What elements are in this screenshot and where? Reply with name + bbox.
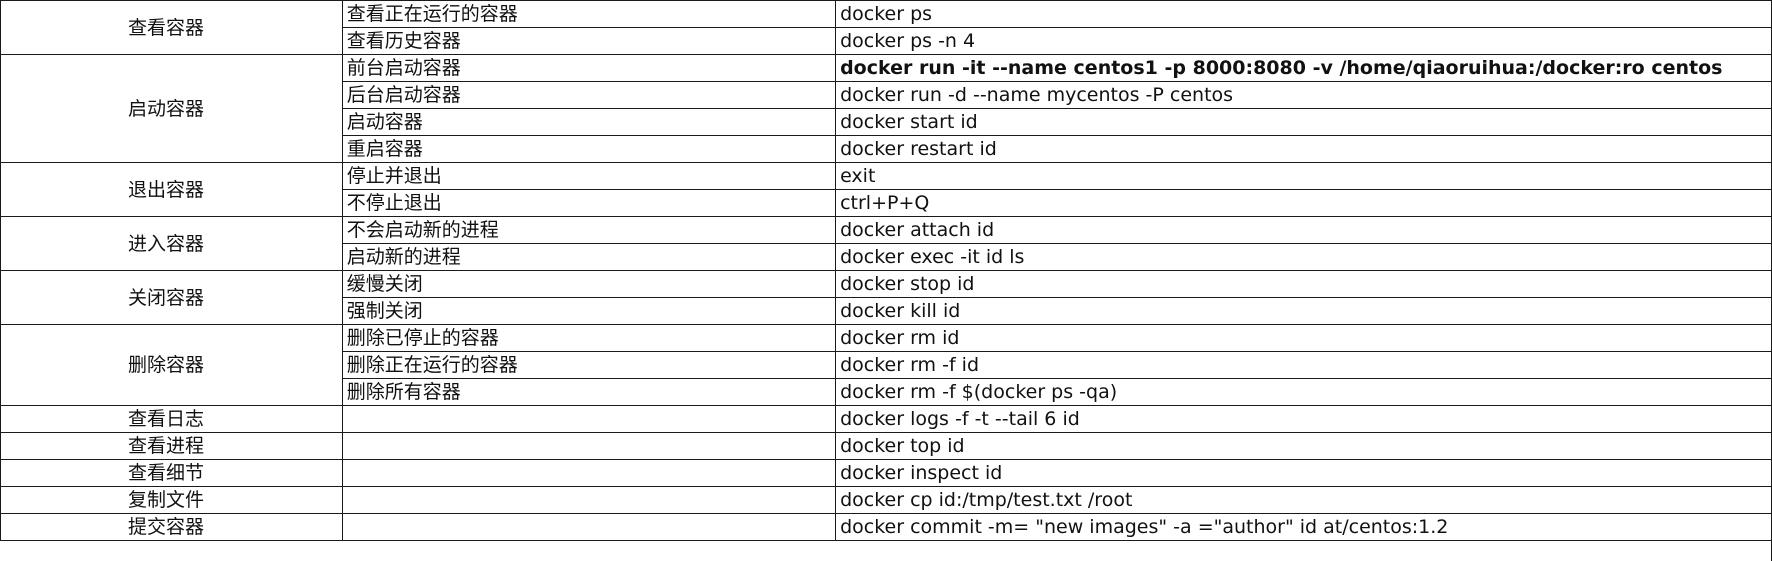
command-cell[interactable]: docker stop id — [835, 270, 1772, 298]
command-cell[interactable]: docker commit -m= "new images" -a ="auth… — [835, 513, 1772, 541]
description-cell[interactable]: 查看正在运行的容器 — [341, 0, 837, 28]
description-cell[interactable]: 不会启动新的进程 — [341, 216, 837, 244]
table-row: 查看细节 docker inspect id — [0, 459, 1772, 487]
category-cell[interactable]: 删除容器 — [0, 324, 343, 406]
category-cell[interactable]: 关闭容器 — [0, 270, 343, 325]
category-cell[interactable]: 进入容器 — [0, 216, 343, 271]
command-cell[interactable]: docker run -d --name mycentos -P centos — [835, 81, 1772, 109]
description-cell[interactable]: 启动容器 — [341, 108, 837, 136]
command-cell[interactable]: docker restart id — [835, 135, 1772, 163]
description-cell[interactable]: 不停止退出 — [341, 189, 837, 217]
command-cell[interactable]: docker rm id — [835, 324, 1772, 352]
command-cell[interactable]: ctrl+P+Q — [835, 189, 1772, 217]
category-cell[interactable]: 查看容器 — [0, 0, 343, 55]
description-cell[interactable]: 前台启动容器 — [341, 54, 837, 82]
description-cell[interactable] — [341, 459, 837, 487]
command-cell[interactable]: docker exec -it id ls — [835, 243, 1772, 271]
description-cell[interactable]: 删除已停止的容器 — [341, 324, 837, 352]
description-cell[interactable]: 重启容器 — [341, 135, 837, 163]
command-cell[interactable]: docker kill id — [835, 297, 1772, 325]
category-cell[interactable]: 启动容器 — [0, 54, 343, 163]
command-cell[interactable]: exit — [835, 162, 1772, 190]
command-cell[interactable]: docker cp id:/tmp/test.txt /root — [835, 486, 1772, 514]
description-cell[interactable]: 查看历史容器 — [341, 27, 837, 55]
table-row: 复制文件 docker cp id:/tmp/test.txt /root — [0, 486, 1772, 514]
table-row: 查看日志 docker logs -f -t --tail 6 id — [0, 405, 1772, 433]
command-cell[interactable]: docker run -it --name centos1 -p 8000:80… — [835, 54, 1772, 82]
description-cell[interactable] — [341, 432, 837, 460]
command-cell[interactable]: docker ps — [835, 0, 1772, 28]
table-row: 查看进程 docker top id — [0, 432, 1772, 460]
command-cell[interactable]: docker logs -f -t --tail 6 id — [835, 405, 1772, 433]
command-cell[interactable]: docker attach id — [835, 216, 1772, 244]
description-cell[interactable]: 停止并退出 — [341, 162, 837, 190]
category-cell[interactable]: 查看细节 — [0, 459, 343, 487]
command-cell[interactable]: docker top id — [835, 432, 1772, 460]
description-cell[interactable]: 删除所有容器 — [341, 378, 837, 406]
description-cell[interactable]: 启动新的进程 — [341, 243, 837, 271]
command-cell[interactable]: docker inspect id — [835, 459, 1772, 487]
description-cell[interactable]: 缓慢关闭 — [341, 270, 837, 298]
command-cell[interactable]: docker rm -f id — [835, 351, 1772, 379]
category-cell[interactable]: 查看进程 — [0, 432, 343, 460]
description-cell[interactable] — [341, 486, 837, 514]
command-cell[interactable]: docker ps -n 4 — [835, 27, 1772, 55]
command-cell[interactable]: docker start id — [835, 108, 1772, 136]
description-cell[interactable]: 强制关闭 — [341, 297, 837, 325]
category-cell[interactable]: 查看日志 — [0, 405, 343, 433]
description-cell[interactable]: 删除正在运行的容器 — [341, 351, 837, 379]
description-cell[interactable] — [341, 405, 837, 433]
category-cell[interactable]: 复制文件 — [0, 486, 343, 514]
description-cell[interactable] — [341, 513, 837, 541]
table-row: 提交容器 docker commit -m= "new images" -a ="… — [0, 513, 1772, 541]
category-cell[interactable]: 提交容器 — [0, 513, 343, 541]
command-cell[interactable]: docker rm -f $(docker ps -qa) — [835, 378, 1772, 406]
description-cell[interactable]: 后台启动容器 — [341, 81, 837, 109]
category-cell[interactable]: 退出容器 — [0, 162, 343, 217]
